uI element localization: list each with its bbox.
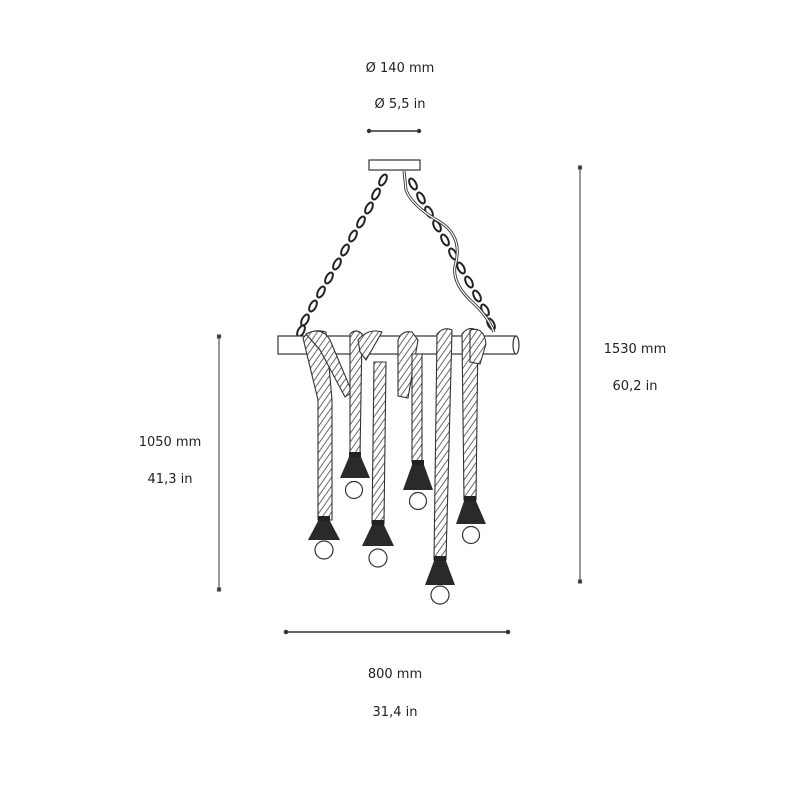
canopy-diameter-mm-label: Ø 140 mm bbox=[365, 61, 435, 76]
width-dimension-line bbox=[283, 629, 511, 635]
pendant-4 bbox=[403, 460, 433, 511]
pendant-2 bbox=[340, 452, 370, 500]
wooden-bar bbox=[277, 335, 520, 355]
pendant-3 bbox=[362, 520, 394, 568]
pendant-1 bbox=[308, 516, 340, 560]
total-height-in-label: 60,2 in bbox=[612, 379, 658, 394]
drop-height-mm-label: 1050 mm bbox=[138, 435, 202, 450]
right-chain bbox=[406, 176, 498, 332]
total-height-dimension-line bbox=[577, 165, 583, 584]
drop-height-in-label: 41,3 in bbox=[147, 472, 193, 487]
canopy-diameter-in-label: Ø 5,5 in bbox=[374, 97, 426, 112]
canopy-dimension-line bbox=[366, 128, 422, 134]
pendant-6 bbox=[456, 496, 486, 545]
width-in-label: 31,4 in bbox=[372, 705, 418, 720]
width-mm-label: 800 mm bbox=[367, 667, 423, 682]
drop-height-dimension-line bbox=[216, 334, 222, 592]
left-chain bbox=[294, 172, 390, 339]
ropes bbox=[302, 327, 487, 561]
ceiling-canopy bbox=[368, 159, 421, 171]
pendant-5 bbox=[425, 556, 455, 605]
total-height-mm-label: 1530 mm bbox=[603, 342, 667, 357]
